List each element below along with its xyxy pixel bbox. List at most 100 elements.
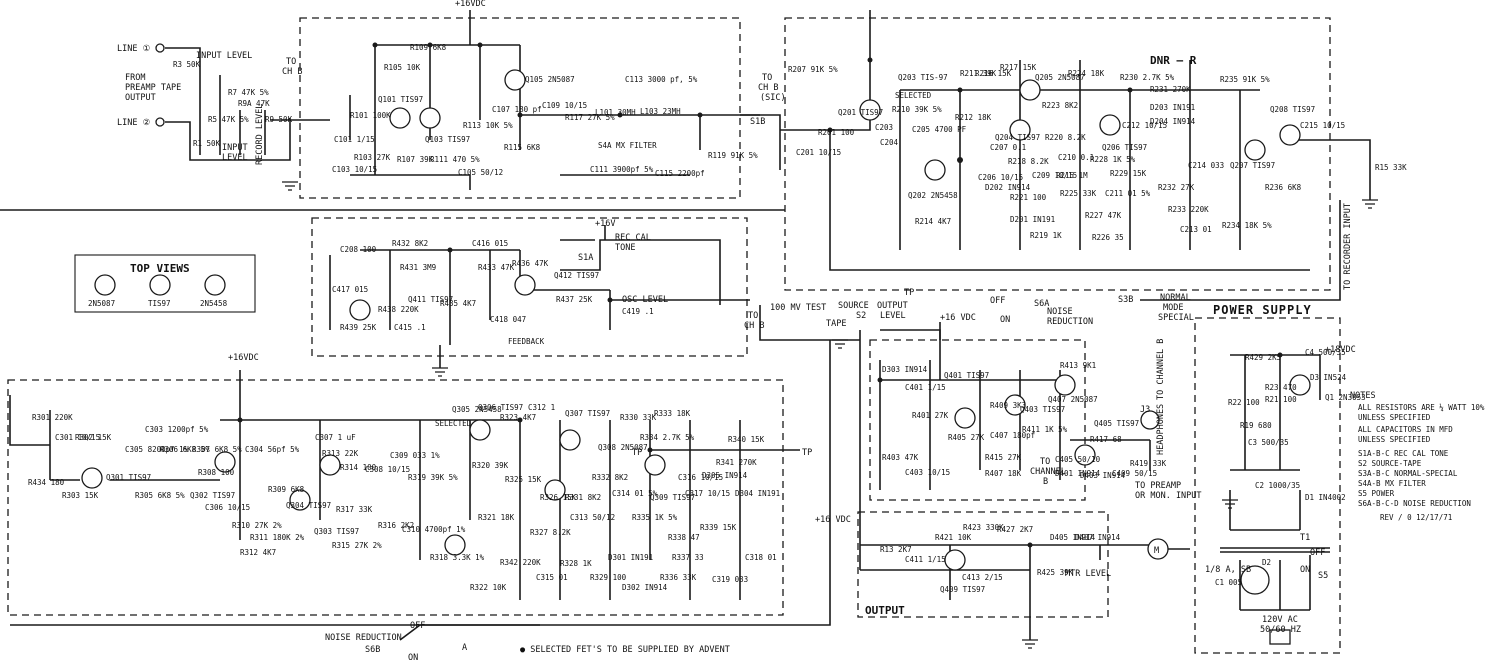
component-label: C314 01 5% xyxy=(612,489,658,498)
q301-symbol xyxy=(81,467,103,489)
component-label: R313 22K xyxy=(322,449,359,458)
component-label: R320 39K xyxy=(472,461,509,470)
component-label: R438 220K xyxy=(378,305,419,314)
component-label: R214 4K7 xyxy=(915,217,951,226)
to-channel-b-mid-label-3: B xyxy=(1043,477,1048,487)
component-label: D405 IN914 xyxy=(1050,533,1096,542)
component-label: R303 15K xyxy=(62,491,99,500)
component-label: R307 6K8 5% xyxy=(192,445,242,454)
component-label: Q206 TIS97 xyxy=(1102,143,1147,152)
component-label: R215 1M xyxy=(1056,171,1088,180)
component-label: C318 01 xyxy=(745,553,777,562)
component-label: C307 1 uF xyxy=(315,433,356,442)
t1-label: T1 xyxy=(1300,533,1310,543)
hp-amp-wires xyxy=(879,360,1150,490)
component-label: C113 3000 pf, 5% xyxy=(625,75,698,84)
ac-in-label: 120V AC xyxy=(1262,615,1298,625)
component-label: Q303 TIS97 xyxy=(314,527,359,536)
top-views-box xyxy=(74,254,256,313)
component-label: Q201 TIS97 xyxy=(838,108,883,117)
notes-line: S1A-B-C REC CAL TONE xyxy=(1358,449,1449,458)
component-label: R305 6K8 5% xyxy=(135,491,185,500)
component-label: R318 3.3K 1% xyxy=(430,553,485,562)
stage1-wires xyxy=(270,44,521,175)
component-label: R311 180K 2% xyxy=(250,533,305,542)
component-label: R338 47 xyxy=(668,533,700,542)
component-label: D304 IN191 xyxy=(735,489,780,498)
top-view-tis97-icon xyxy=(149,274,171,296)
line2-jack[interactable] xyxy=(155,117,165,127)
component-label: C105 50/12 xyxy=(458,168,503,177)
component-label: R319 39K 5% xyxy=(408,473,458,482)
s1a-label: S1A xyxy=(578,253,593,263)
component-label: C211 01 5% xyxy=(1105,189,1151,198)
q307-symbol xyxy=(544,479,566,501)
component-label: R101 100K xyxy=(350,111,391,120)
component-label: R301 220K xyxy=(32,413,73,422)
component-label: R336 33K xyxy=(660,573,697,582)
component-label: D302 IN914 xyxy=(622,583,668,592)
power-supply-title: POWER SUPPLY xyxy=(1213,303,1312,317)
to-chb-sic-label-2: CH B xyxy=(758,83,778,93)
component-label: Q305 2N5458 xyxy=(452,405,502,414)
component-label: C4 500/35 xyxy=(1305,348,1346,357)
component-label: R223 8K2 xyxy=(1042,101,1078,110)
component-label: R212 18K xyxy=(955,113,992,122)
component-label: R411 1K 5% xyxy=(1022,425,1068,434)
output-box xyxy=(857,511,1109,618)
input-wires xyxy=(165,47,291,161)
v16-top-label: +16VDC xyxy=(455,0,486,9)
component-label: C317 10/15 xyxy=(685,489,730,498)
s6b-switch[interactable] xyxy=(399,624,540,641)
component-label: R405 27K xyxy=(948,433,985,442)
q409-symbol xyxy=(944,549,966,571)
component-label: Q202 2N5458 xyxy=(908,191,958,200)
component-label: Q403 TIS97 xyxy=(1020,405,1065,414)
component-label: R216 15K xyxy=(975,69,1012,78)
ps-primary xyxy=(1239,555,1311,611)
headphone-jack[interactable] xyxy=(1140,410,1160,430)
component-label: R308 100 xyxy=(198,468,235,477)
component-label: Q203 TIS-97 xyxy=(898,73,948,82)
component-label: R409 3K3 xyxy=(990,401,1026,410)
component-label: C212 10/15 xyxy=(1122,121,1167,130)
q407-symbol xyxy=(1054,374,1076,396)
component-label: R210 39K 5% xyxy=(892,105,942,114)
component-label: R1 50K xyxy=(193,139,221,148)
component-label: D301 IN191 xyxy=(608,553,653,562)
component-label: R310 27K 2% xyxy=(232,521,282,530)
output-title: OUTPUT xyxy=(865,604,905,617)
component-label: R401 27K xyxy=(912,411,949,420)
component-label: R425 39K xyxy=(1037,568,1074,577)
q205-symbol xyxy=(1019,79,1041,101)
component-label: R232 27K xyxy=(1158,183,1195,192)
dnr-output xyxy=(1290,139,1371,200)
v16-mid-label: +16 VDC xyxy=(940,313,976,323)
component-label: C419 .1 xyxy=(622,307,654,316)
component-label: Q205 2N5087 xyxy=(1035,73,1085,82)
s6a-label: S6A xyxy=(1034,299,1049,309)
notes-line: S2 SOURCE-TAPE xyxy=(1358,459,1422,468)
component-label: D202 IN914 xyxy=(985,183,1031,192)
component-label: C304 56pf 5% xyxy=(245,445,300,454)
component-label: C301 10/15 xyxy=(55,433,100,442)
component-label: R332 8K2 xyxy=(592,473,628,482)
component-label: C207 0.1 xyxy=(990,143,1026,152)
q411-symbol xyxy=(349,299,371,321)
component-label: C319 033 xyxy=(712,575,748,584)
component-label: R227 47K xyxy=(1085,211,1122,220)
to-preamp-label: TO PREAMP xyxy=(1135,481,1181,491)
ac-plug[interactable] xyxy=(1269,629,1291,645)
component-label: Q401 TIS97 xyxy=(944,371,989,380)
notes-line: ALL CAPACITORS IN MFD xyxy=(1358,425,1453,434)
selected-q203-label: SELECTED xyxy=(895,91,932,100)
off-ps-label: OFF xyxy=(1310,548,1325,558)
component-label: Q309 TIS97 xyxy=(650,493,695,502)
component-label: Q208 TIS97 xyxy=(1270,105,1315,114)
input-ground-bus xyxy=(350,174,690,190)
line1-jack[interactable] xyxy=(155,43,165,53)
top-view-2n5458-icon xyxy=(204,274,226,296)
component-label: D407 IN914 xyxy=(1075,533,1121,542)
to-channel-b-mid-label: TO xyxy=(1040,457,1050,467)
component-label: C206 10/15 xyxy=(978,173,1023,182)
